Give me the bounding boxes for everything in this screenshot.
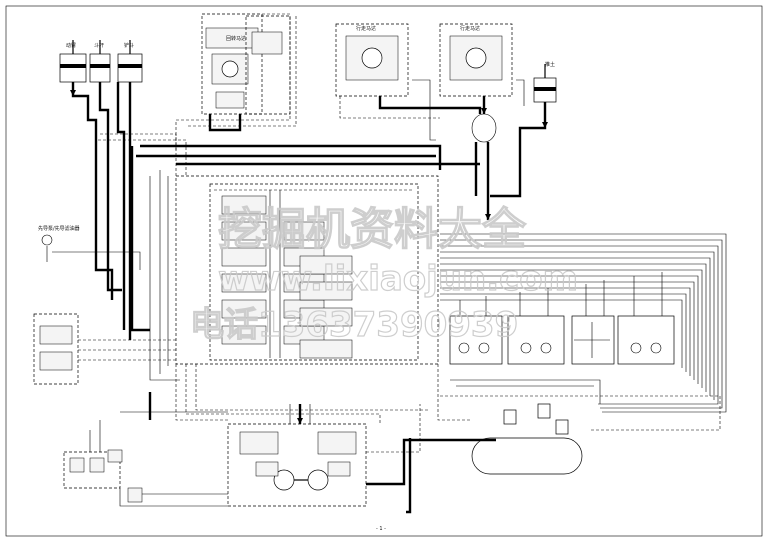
cylinder-group: 动臂 斗杆 铲斗 推土 [59, 40, 557, 103]
pilot-pump-label: 先导泵/先导滤油器 [38, 225, 80, 232]
travel-motor-left: 行走马达 [335, 23, 409, 97]
pilot-control-blocks [449, 315, 675, 365]
page-number: - 1 - [376, 526, 386, 532]
cylinder-arm-label: 斗杆 [94, 42, 104, 49]
center-swivel-joint [471, 113, 497, 143]
pilot-filter-group [63, 449, 143, 503]
swing-motor-block: 回转马达 [201, 13, 291, 115]
cylinder-bucket: 铲斗 [117, 40, 143, 83]
pilot-lines [52, 13, 727, 507]
flow-arrows [70, 90, 548, 424]
cylinder-boom: 动臂 [59, 40, 87, 83]
sheet-frame [5, 5, 763, 537]
main-control-valve [175, 175, 439, 365]
main-hydraulic-lines [71, 82, 547, 514]
travel-motor-right-label: 行走马达 [460, 25, 480, 32]
main-pump-unit [227, 423, 367, 507]
hydraulic-tank [471, 403, 583, 475]
watermark-line3: 电话13637390939 [190, 305, 518, 345]
cylinder-dozer: 推土 [533, 61, 557, 103]
cylinder-dozer-label: 推土 [545, 61, 555, 68]
pilot-pump-group: 先导泵/先导滤油器 [33, 225, 80, 385]
cylinder-bucket-label: 铲斗 [124, 42, 134, 49]
travel-motor-right: 行走马达 [439, 23, 513, 97]
cylinder-boom-label: 动臂 [66, 42, 76, 49]
watermark: 挖掘机资料大全 www.lixiaojun.com 电话13637390939 [189, 203, 578, 345]
watermark-line1: 挖掘机资料大全 [218, 204, 527, 255]
cylinder-arm: 斗杆 [89, 40, 111, 83]
watermark-line2: www.lixiaojun.com [218, 259, 578, 299]
travel-motor-left-label: 行走马达 [356, 25, 376, 32]
swing-motor-label: 回转马达 [226, 35, 246, 42]
